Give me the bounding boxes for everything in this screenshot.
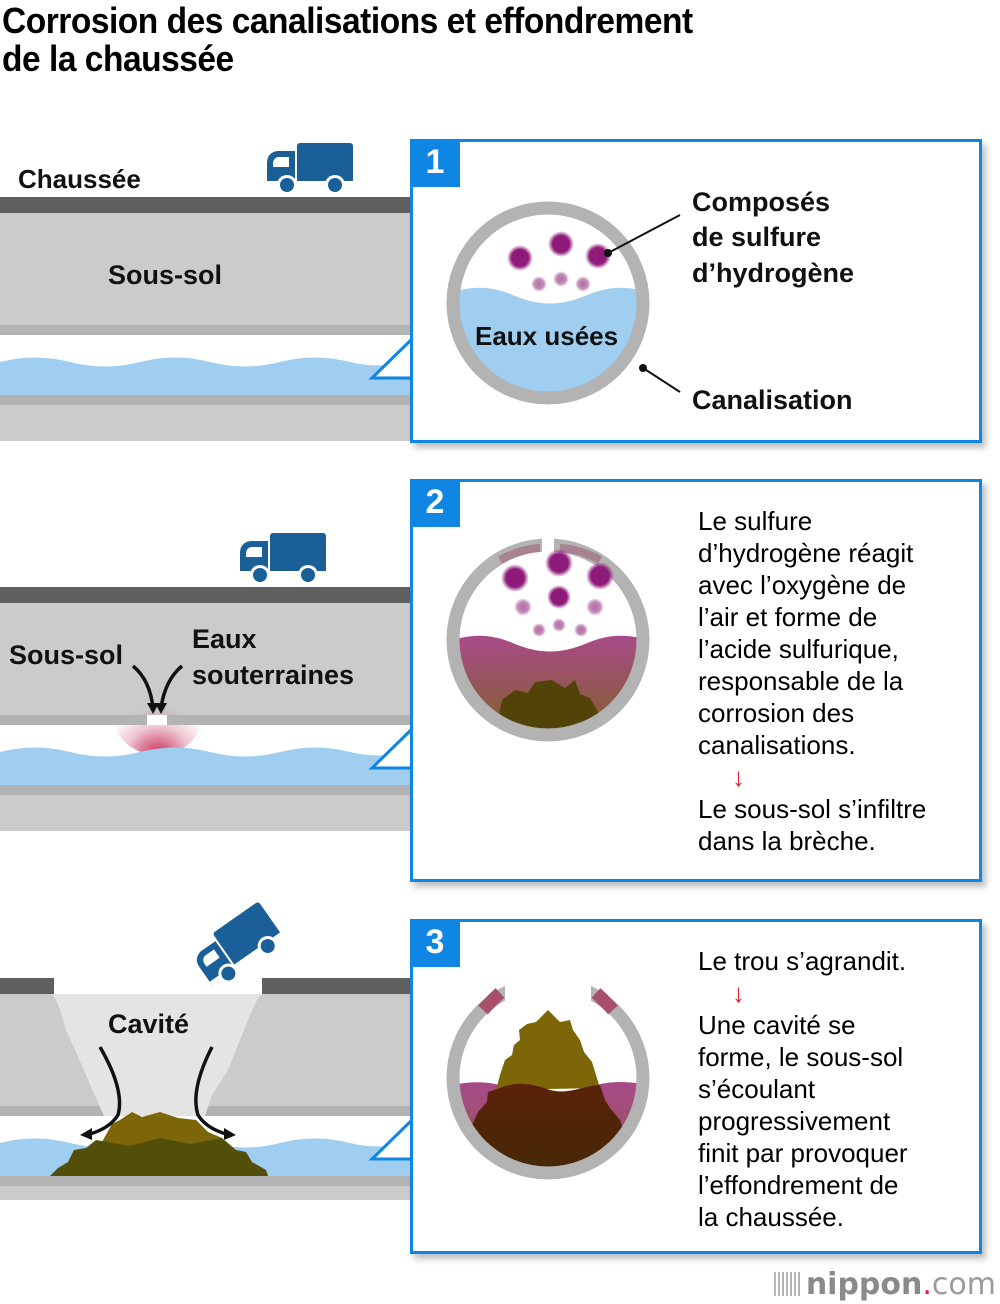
scene-1-cross-section: Chaussée Sous-sol — [0, 143, 412, 441]
ground-below — [0, 405, 412, 441]
logo-dot: . — [922, 1267, 932, 1302]
subsoil-label: Sous-sol — [108, 260, 222, 290]
result-line: la chaussée. — [698, 1202, 844, 1232]
result-line: s’écoulant — [698, 1074, 816, 1104]
description-line: l’acide sulfurique, — [698, 634, 899, 664]
step-number-2: 2 — [410, 479, 460, 527]
description-line: Le trou s’agrandit. — [698, 946, 907, 976]
truck-icon — [240, 533, 326, 585]
road-surface — [0, 587, 412, 603]
scene-3-cross-section: Cavité — [0, 902, 412, 1200]
pipe-cross-section-3 — [446, 975, 650, 1180]
result-line: l’effondrement de — [698, 1170, 899, 1200]
red-down-arrow-icon: ↓ — [732, 762, 745, 792]
sediment-pile-lower — [50, 1138, 268, 1176]
road-surface-left — [0, 978, 54, 994]
pipe-label: Canalisation — [692, 385, 853, 415]
pipe-cross-section-1: Eaux usées Composés de sulfure d’hydrogè… — [446, 187, 854, 415]
pipe-top-wall — [0, 325, 412, 335]
road-surface — [0, 197, 412, 213]
pipe-breach — [147, 715, 167, 725]
compounds-label-line-2: de sulfure — [692, 222, 821, 252]
logo-bars-icon — [773, 1272, 800, 1296]
compounds-label-line-3: d’hydrogène — [692, 258, 854, 288]
result-line: progressivement — [698, 1106, 891, 1136]
sewage-water — [0, 357, 412, 395]
truck-tilted-icon — [196, 902, 283, 985]
description-line: Le sulfure — [698, 506, 813, 536]
description-line: corrosion des — [698, 698, 855, 728]
truck-icon — [267, 143, 353, 195]
result-line: forme, le sous-sol — [698, 1042, 904, 1072]
logo-tld: com — [931, 1267, 996, 1302]
pipe-crack — [542, 536, 554, 554]
description-line: canalisations. — [698, 730, 856, 760]
step-panel-1: 1 Eaux usées Composés de sulfure — [410, 139, 982, 443]
step-3-description: Le trou s’agrandit. ↓ Une cavité se form… — [698, 945, 908, 1233]
pipe-top-wall — [0, 715, 412, 725]
sediment-pile-upper — [102, 1112, 228, 1150]
groundwater-label-line-1: Eaux — [192, 624, 257, 654]
logo-brand: nippon — [805, 1267, 923, 1302]
pipe-bottom-wall — [0, 1176, 412, 1186]
pipe-wall — [446, 201, 650, 405]
compounds-label-line-1: Composés — [692, 187, 830, 217]
title-line-2: de la chaussée — [2, 38, 234, 79]
description-line: responsable de la — [698, 666, 904, 696]
red-down-arrow-icon: ↓ — [732, 978, 745, 1008]
page-title: Corrosion des canalisations et effondrem… — [2, 2, 693, 78]
subsoil-label: Sous-sol — [9, 640, 123, 670]
corrosion-spot-left — [498, 544, 541, 564]
description-line: d’hydrogène réagit — [698, 538, 914, 568]
pipe-hole — [505, 975, 591, 1005]
ground-below — [0, 1186, 412, 1200]
subsoil-layer — [0, 603, 412, 715]
step-number-3: 3 — [410, 919, 460, 967]
cavity — [52, 994, 262, 1116]
h2s-bubbles — [507, 231, 611, 292]
result-line: finit par provoquer — [698, 1138, 908, 1168]
ground-below — [0, 795, 412, 831]
pipe-bottom-wall — [0, 785, 412, 795]
h2s-bubbles — [501, 549, 614, 637]
corroded-pipe-edge-left — [478, 988, 505, 1015]
description-line: l’air et forme de — [698, 602, 878, 632]
corroded-pipe-edge-right — [591, 988, 618, 1015]
road-label: Chaussée — [18, 164, 141, 194]
scene-2-cross-section: Sous-sol Eaux souterraines — [0, 533, 412, 831]
step-panel-3: 3 Le trou s’agrandit. ↓ Une cavité se fo… — [410, 919, 982, 1254]
step-panel-2: 2 Le sulfure — [410, 479, 982, 882]
groundwater-label-line-2: souterraines — [192, 660, 354, 690]
pipe-bottom-wall — [0, 395, 412, 405]
step-2-description: Le sulfure d’hydrogène réagit avec l’oxy… — [698, 505, 926, 857]
sediment-column — [496, 1010, 600, 1090]
nippon-com-logo: nippon.com — [773, 1267, 996, 1302]
subsoil-layer — [0, 213, 412, 325]
cavity-label: Cavité — [108, 1009, 189, 1039]
title-line-1: Corrosion des canalisations et effondrem… — [2, 0, 693, 41]
collapse-arrows — [89, 1046, 227, 1136]
description-line: avec l’oxygène de — [698, 570, 907, 600]
result-line: dans la brèche. — [698, 826, 876, 856]
corrosion-spot-right — [559, 544, 602, 564]
result-line: Le sous-sol s’infiltre — [698, 794, 927, 824]
sediment-mound — [495, 680, 620, 735]
step-number-1: 1 — [410, 139, 460, 187]
result-line: Une cavité se — [698, 1010, 856, 1040]
road-surface-right — [262, 978, 412, 994]
wastewater-label: Eaux usées — [475, 321, 618, 351]
pipe-cross-section-2 — [446, 536, 650, 742]
sewage-water — [0, 747, 412, 785]
